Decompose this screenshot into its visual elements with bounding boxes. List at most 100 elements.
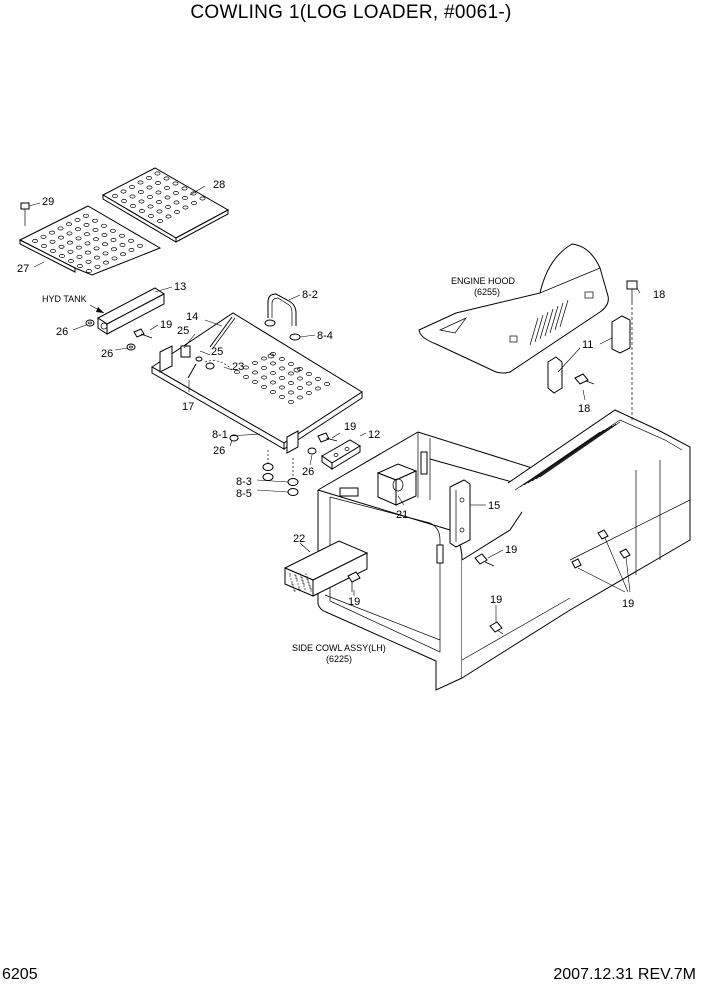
callout-8-3: 8-3 (236, 476, 252, 488)
anti-slip-hole (315, 386, 321, 391)
anti-slip-hole (75, 236, 82, 241)
anti-slip-hole (101, 223, 107, 228)
anti-slip-hole (58, 235, 64, 240)
anti-slip-hole (182, 196, 188, 200)
anti-slip-hole (261, 375, 267, 380)
callout-25-a: 25 (177, 325, 189, 337)
anti-slip-hole (288, 371, 294, 376)
anti-slip-hole (146, 176, 152, 180)
stipple-dot (298, 588, 300, 590)
anti-slip-hole (288, 381, 294, 385)
stipple-dot (292, 586, 294, 588)
engine-hood (418, 243, 609, 374)
anti-slip-hole (137, 180, 144, 185)
anti-slip-hole (58, 244, 65, 249)
anti-slip-hole (252, 380, 258, 384)
stipple-dot (306, 578, 308, 580)
vent-slat (527, 427, 609, 484)
anti-slip-hole (59, 254, 65, 258)
washer-26-b (126, 343, 136, 351)
anti-slip-hole (279, 385, 285, 390)
anti-slip-hole (155, 190, 162, 195)
anti-slip-hole (288, 400, 294, 404)
anti-slip-hole (138, 199, 145, 204)
anti-slip-hole (252, 361, 258, 365)
anti-slip-hole (120, 189, 127, 194)
callout-29: 29 (42, 196, 54, 208)
hood-vent-slat (559, 299, 569, 328)
anti-slip-hole (66, 222, 72, 227)
callout-19-c: 19 (505, 544, 517, 556)
anti-slip-hole (68, 259, 74, 263)
stipple-dot (303, 583, 305, 585)
stipple-dot (291, 581, 293, 583)
stipple-dot (301, 579, 303, 581)
anti-slip-hole (147, 204, 154, 209)
anti-slip-hole (119, 233, 125, 238)
anti-slip-hole (111, 247, 117, 252)
anti-slip-hole (306, 372, 312, 376)
anti-slip-hole (66, 231, 73, 236)
anti-slip-hole (270, 380, 276, 385)
note-engine-hood: ENGINE HOOD (451, 276, 516, 286)
anti-slip-hole (306, 381, 312, 386)
anti-slip-hole (103, 260, 109, 265)
stipple-dot (308, 582, 310, 584)
anti-slip-hole (57, 226, 64, 231)
callout-8-5: 8-5 (236, 488, 252, 500)
anti-slip-hole (130, 204, 136, 208)
stipple-dot (289, 573, 291, 575)
anti-slip-hole (84, 232, 90, 237)
stipple-dot (306, 576, 308, 578)
stipple-dot (291, 583, 293, 585)
stipple-dot (296, 580, 298, 582)
callout-26-d: 26 (302, 466, 314, 478)
anti-slip-hole (165, 214, 172, 219)
anti-slip-hole (77, 264, 83, 268)
anti-slip-hole (75, 227, 81, 232)
anti-slip-hole (279, 395, 285, 399)
anti-slip-hole (120, 252, 126, 257)
anti-slip-hole (121, 199, 127, 203)
callout-11: 11 (582, 339, 593, 351)
bolt-29 (20, 202, 41, 226)
anti-slip-hole (137, 243, 143, 248)
bolt-18-b (574, 373, 595, 385)
vent-slat (519, 431, 601, 488)
anti-slip-hole (49, 230, 55, 235)
anti-slip-hole (288, 362, 294, 366)
callout-13: 13 (174, 281, 186, 293)
anti-slip-hole (146, 185, 153, 190)
stipple-dot (309, 587, 311, 589)
anti-slip-hole (157, 219, 163, 223)
anti-slip-hole (147, 195, 153, 199)
stipple-dot (301, 577, 303, 579)
stipple-dot (302, 580, 304, 582)
anti-slip-hole (85, 259, 92, 264)
anti-slip-hole (119, 243, 126, 247)
stipple-dot (305, 573, 307, 575)
note-hyd-tank: HYD TANK (42, 294, 87, 304)
callout-12: 12 (368, 429, 380, 441)
callout-21: 21 (396, 509, 408, 521)
anti-slip-hole (315, 377, 321, 381)
stipple-dot (310, 588, 312, 590)
anti-slip-hole (84, 241, 91, 246)
stipple-dot (308, 584, 310, 586)
stipple-dot (292, 584, 294, 586)
anti-slip-hole (112, 194, 118, 198)
stipple-dot (290, 578, 292, 580)
anti-slip-hole (83, 223, 90, 227)
anti-slip-hole (83, 213, 89, 218)
note-engine-hood-ref: (6255) (474, 287, 500, 297)
callout-19-a: 19 (160, 319, 172, 331)
stipple-dot (296, 578, 298, 580)
anti-slip-hole (190, 191, 197, 196)
anti-slip-hole (252, 370, 258, 375)
callout-26-a: 26 (56, 326, 68, 338)
stipple-dot (298, 586, 300, 588)
anti-slip-hole (32, 239, 38, 243)
anti-slip-hole (86, 269, 92, 273)
anti-slip-hole (128, 248, 135, 252)
anti-slip-hole (76, 254, 83, 259)
